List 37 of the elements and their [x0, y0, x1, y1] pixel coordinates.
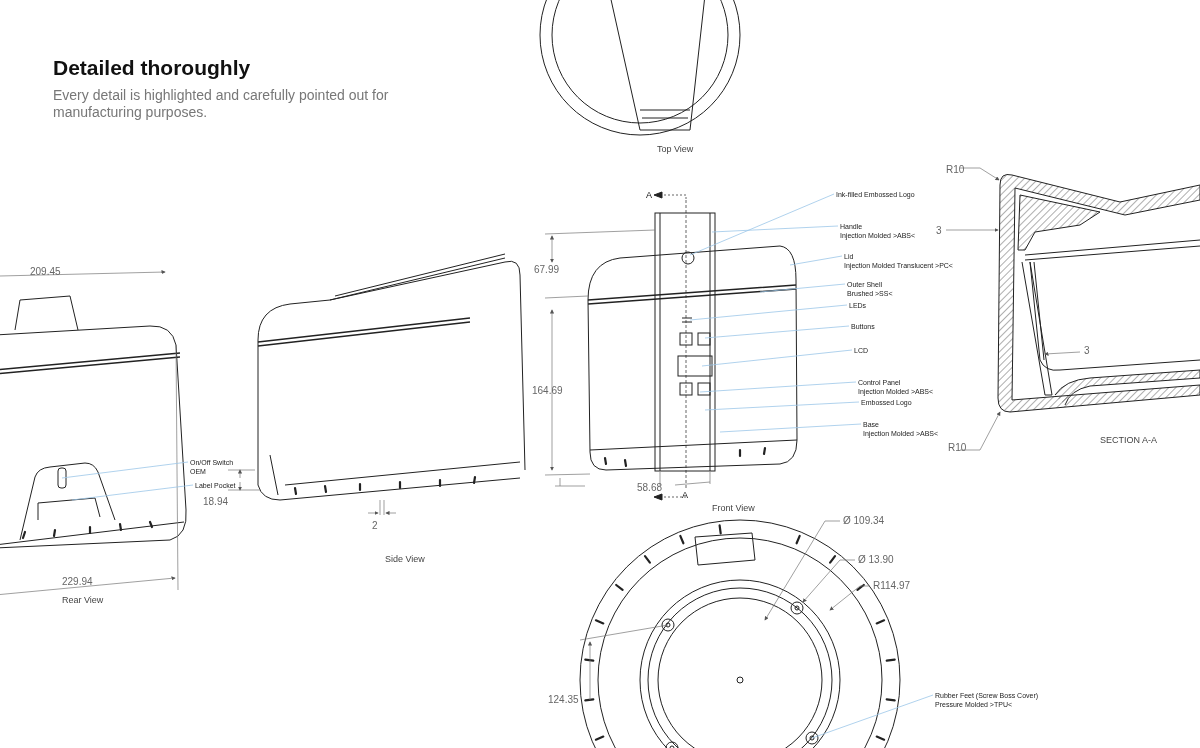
subtitle: Every detail is highlighted and carefully pointed out for manufacturing purposes.	[53, 87, 390, 121]
leader-line	[689, 304, 848, 321]
dimension-label: R114.97	[873, 580, 911, 591]
leader-line	[704, 401, 860, 411]
view-label: Side View	[385, 554, 425, 564]
dimension-label: 3	[936, 225, 942, 236]
dimension-label: 58.68	[637, 482, 663, 493]
leader-line	[719, 423, 862, 433]
dimension-label: Ø 13.90	[858, 554, 894, 565]
view-label: Front View	[712, 503, 755, 513]
dimension-label: 209.45	[30, 266, 61, 277]
dimension-label: 18.94	[203, 496, 229, 507]
dimension-label: 3	[1084, 345, 1090, 356]
leader-line	[689, 193, 835, 256]
section-mark: A	[682, 490, 688, 500]
leader-line	[71, 484, 194, 501]
dimension-label: 2	[372, 520, 378, 531]
leader-line	[701, 349, 853, 367]
dimension-label: 229.94	[62, 576, 93, 587]
view-label: Top View	[657, 144, 694, 154]
view-label: Rear View	[62, 595, 104, 605]
leader-line	[699, 381, 857, 393]
leader-line	[759, 283, 846, 293]
view-label: SECTION A-A	[1100, 435, 1157, 445]
dimension-label: R10	[946, 164, 965, 175]
dimension-label: 124.35	[548, 694, 579, 705]
dimension-label: R10	[948, 442, 967, 453]
dimension-label: Ø 109.34	[843, 515, 885, 526]
leader-line	[789, 255, 843, 266]
heading: Detailed thoroughly	[53, 56, 251, 80]
dimension-label: 67.99	[534, 264, 560, 275]
leader-line	[811, 694, 934, 739]
leader-line	[711, 225, 839, 233]
leader-line	[61, 461, 189, 479]
leader-line	[704, 325, 850, 339]
section-mark: A	[646, 190, 652, 200]
dimension-label: 164.69	[532, 385, 563, 396]
